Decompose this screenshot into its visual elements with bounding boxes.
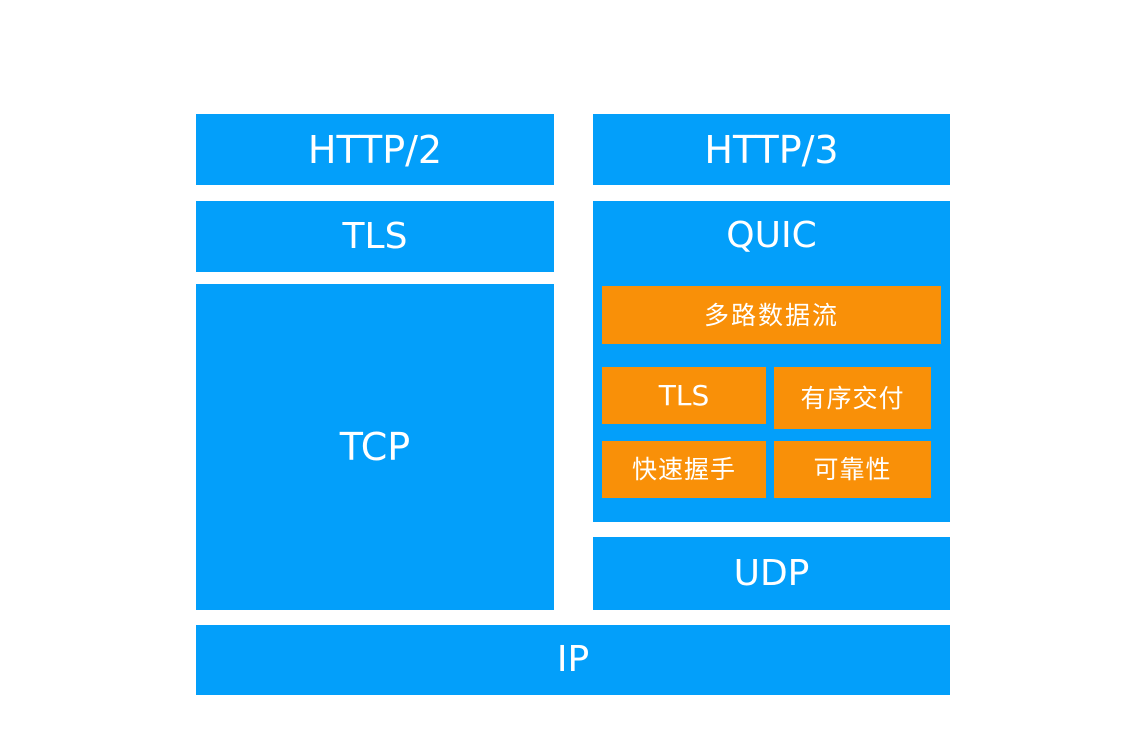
block-ip: IP bbox=[196, 625, 950, 695]
block-quic-label: QUIC bbox=[726, 215, 817, 256]
quic-feature-tls: TLS bbox=[602, 367, 766, 424]
block-quic: QUIC 多路数据流 TLS 有序交付 快速握手 可靠性 bbox=[593, 201, 950, 522]
quic-feature-ordered-delivery: 有序交付 bbox=[774, 367, 931, 429]
block-http3: HTTP/3 bbox=[593, 114, 950, 185]
block-tls: TLS bbox=[196, 201, 554, 272]
quic-feature-fast-handshake: 快速握手 bbox=[602, 441, 766, 498]
block-tcp: TCP bbox=[196, 284, 554, 610]
quic-feature-reliability: 可靠性 bbox=[774, 441, 931, 498]
block-udp: UDP bbox=[593, 537, 950, 610]
block-http2: HTTP/2 bbox=[196, 114, 554, 185]
quic-feature-multiplexed-streams: 多路数据流 bbox=[602, 286, 941, 344]
